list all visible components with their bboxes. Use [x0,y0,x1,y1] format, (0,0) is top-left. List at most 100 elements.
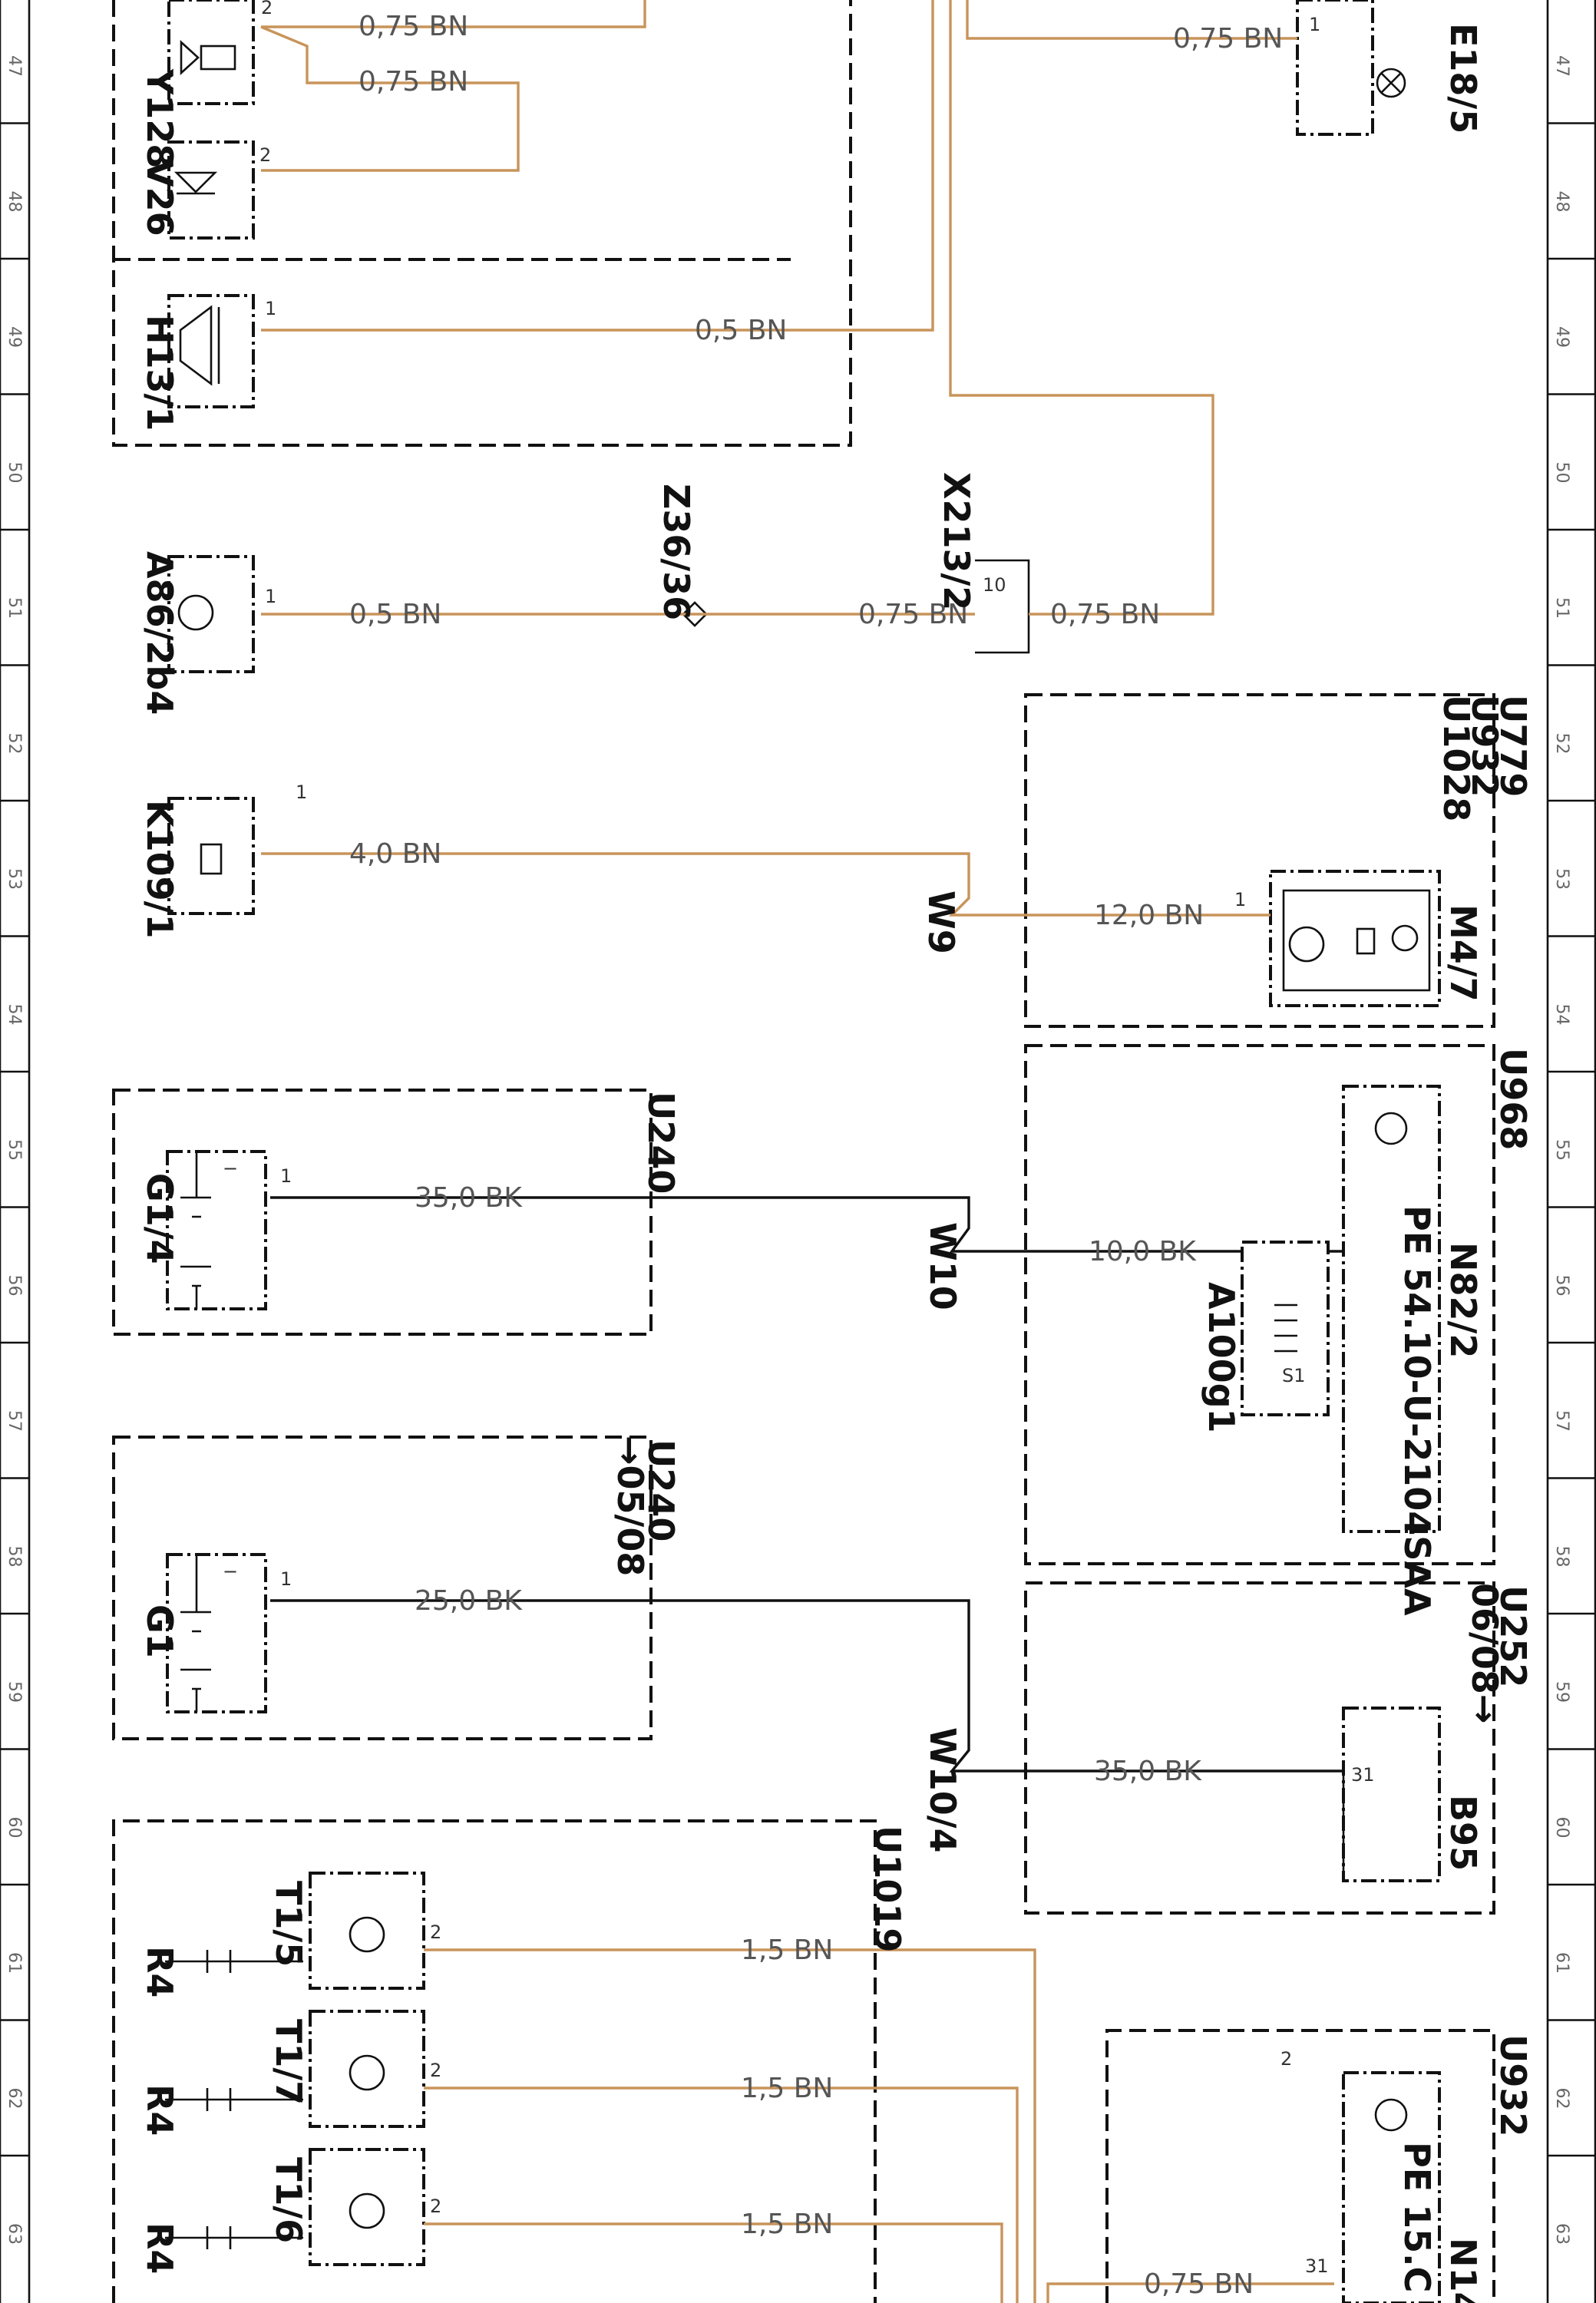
battery-symbol-g1-4 [180,1152,211,1309]
module-symbol-n14 [1374,2098,1408,2132]
group-u1028: U1028 [1436,695,1477,821]
connector-symbol-r4-2 [165,2088,303,2111]
wire-g1 [270,1599,1343,1773]
grid-number: 47 [1552,55,1571,77]
wire-t15 [424,1948,1036,2303]
grid-number: 57 [1552,1410,1571,1432]
grid-number: 49 [5,326,24,348]
grid-number: 58 [1552,1546,1571,1568]
grid-number: 59 [5,1681,24,1703]
wire-label-g1-4: 35,0 BK [415,1182,523,1214]
wire-e18-5 [966,0,1297,40]
component-labels-left: Y128 V26 H13/1 A86/2b4 K109/1 G1/4 G1 R4… [139,68,1242,2274]
pin-label: 2 [259,144,271,166]
pin-label: 1 [296,781,307,803]
label-v26: V26 [139,160,180,236]
group-u968: U968 [1492,1048,1534,1150]
grid-number: 48 [1552,191,1571,213]
group-u252: U252 [1492,1585,1534,1687]
grid-number: 60 [5,1817,24,1839]
diode-symbol [173,171,218,195]
label-m4-7: M4/7 [1442,904,1484,1002]
grid-number: 54 [5,1004,24,1026]
battery-symbol-g1 [180,1555,211,1712]
battery-cells-a100g1 [1274,1303,1297,1353]
wire-y128-1 [261,0,646,28]
label-t1-6: T1/6 [268,2157,309,2243]
grid-number: 58 [5,1546,24,1568]
grid-number: 63 [5,2223,24,2245]
group-labels: U779 U932 U1028 U968 U240 U240 →05/08 U2… [610,695,1534,2136]
grid-number: 53 [5,868,24,890]
grid-number: 51 [1552,597,1571,619]
label-t1-7: T1/7 [268,2019,309,2105]
label-g1-4: G1/4 [139,1173,180,1264]
label-y128: Y128 [139,68,180,168]
grid-number: 62 [1552,2088,1571,2110]
component-outlines [166,0,1441,2303]
pin-label: 1 [265,586,276,607]
group-u240b: U240 [640,1439,682,1541]
wire-k109 [261,852,1271,917]
pin-labels: 2 2 1 1 1 10 1 1 1 1 S1 31 2 2 2 2 31 − … [223,0,1375,2277]
wire-x213-out [949,0,1214,616]
label-r4-3: R4 [139,2222,180,2274]
grid-number: 61 [1552,1952,1571,1974]
group-u240b-date: →05/08 [610,1436,651,1576]
label-x213-2: X213/2 [936,472,977,610]
wire-label-w9: 12,0 BN [1094,900,1204,931]
group-u240: U240 [640,1092,682,1194]
pin-label: 1 [280,1568,292,1590]
grid-number: 50 [5,462,24,484]
wire-label-x213-out: 0,75 BN [1050,599,1160,630]
grid-number: 47 [5,55,24,77]
label-r4-1: R4 [139,1946,180,1997]
transistor-symbol-t1-5 [349,1916,385,1953]
grid-number: 52 [5,733,24,755]
wire-label-y128-2: 0,75 BN [359,66,468,97]
label-w10-4: W10/4 [922,1727,963,1853]
label-n82-2: N82/2 [1442,1242,1484,1358]
label-r4-2: R4 [139,2084,180,2136]
grid-number: 59 [1552,1681,1571,1703]
wire-label-g1: 25,0 BK [415,1585,523,1617]
pin-label: 2 [1280,2048,1292,2070]
grid-number: 56 [5,1275,24,1297]
label-e18-5: E18/5 [1442,23,1484,134]
connector-symbol-r4-1 [165,1950,303,1973]
wire-label-x213-in: 0,75 BN [858,599,968,630]
wire-t17 [424,2087,1019,2303]
label-g1: G1 [139,1604,180,1658]
pin-label: S1 [1282,1365,1306,1386]
grid-number: 61 [5,1952,24,1974]
group-u932: U932 [1464,695,1505,797]
wires [260,0,1343,2303]
label-k109-1: K109/1 [139,800,180,938]
connector-symbol-r4-3 [165,2226,303,2249]
pin-label: 2 [430,1921,441,1943]
connector-x213-2 [975,559,1030,654]
grid-number: 60 [1552,1817,1571,1839]
grid-number: 56 [1552,1275,1571,1297]
grid-number: 48 [5,191,24,213]
fan-controller-symbol [1282,889,1431,992]
wire-label-t17: 1,5 BN [741,2073,833,2104]
pin-label: 10 [983,574,1006,596]
label-b95: B95 [1442,1795,1484,1871]
enclosures [112,0,1495,2303]
pin-label: 31 [1305,2255,1329,2277]
lamp-symbol [1376,68,1406,98]
wire-y128-2 [260,25,520,172]
wire-label-h13-1: 0,5 BN [695,315,787,346]
pin-label: 1 [1309,14,1320,35]
relay-symbol [200,843,223,875]
group-u252-date: 06/08→ [1464,1583,1505,1723]
wire-h13-1 [261,0,934,332]
part-number-n82-2: PE 54.10-U-2104SAA [1396,1205,1438,1616]
transistor-symbol-t1-7 [349,2054,385,2091]
grid-number: 55 [5,1139,24,1161]
part-number-n14: PE 15.C [1396,2142,1438,2292]
